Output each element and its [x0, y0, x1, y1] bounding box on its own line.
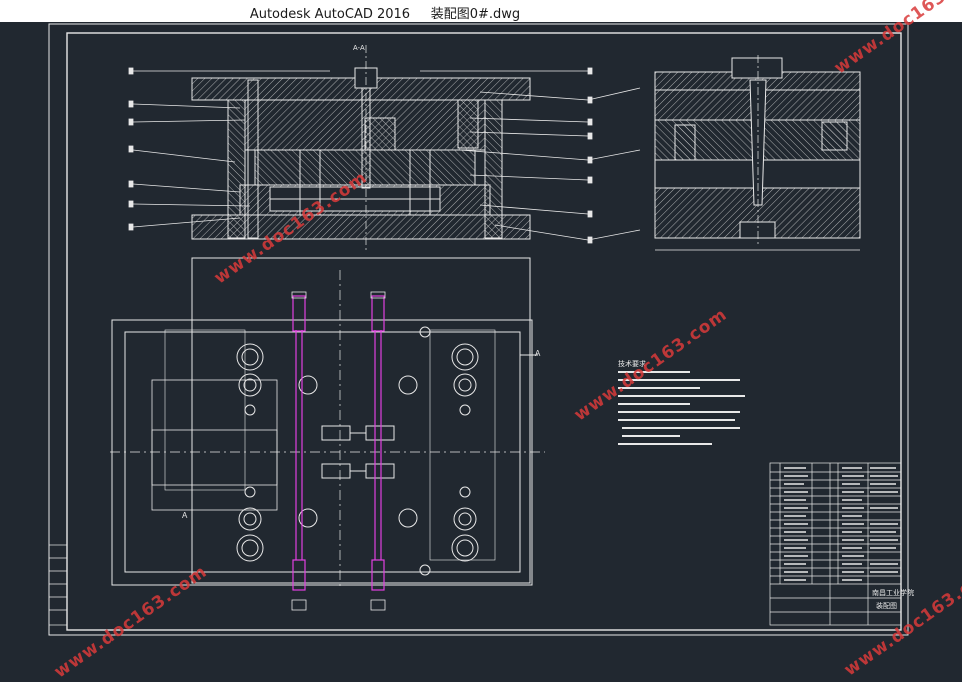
sheet-outer-border	[48, 23, 909, 636]
section-label: A-A	[353, 45, 365, 52]
section-view-main: A-A	[191, 45, 531, 250]
bom-text-lines	[784, 467, 898, 581]
leader-lines-right	[420, 67, 641, 244]
title-block-name: 装配图	[876, 601, 897, 610]
plan-view: A A	[110, 257, 545, 590]
cooling-channels	[292, 295, 385, 591]
app-title: Autodesk AutoCAD 2016	[249, 7, 411, 22]
file-name: 装配图0#.dwg	[430, 7, 521, 22]
section-view-side	[654, 55, 861, 251]
notes-heading: 技术要求	[618, 359, 646, 368]
cooling-fittings	[291, 291, 386, 611]
leader-lines-left	[128, 67, 330, 231]
bill-of-materials	[769, 462, 902, 626]
cad-drawing: A-A	[48, 23, 914, 636]
section-marker-right: A	[535, 349, 541, 358]
sheet-inner-border	[66, 32, 902, 631]
window-title: Autodesk AutoCAD 2016 装配图0#.dwg	[0, 3, 770, 22]
drawing-viewport[interactable]: A-A	[0, 22, 962, 637]
section-marker-left: A	[182, 511, 188, 520]
window-title-bar: Autodesk AutoCAD 2016 装配图0#.dwg	[0, 0, 962, 23]
technical-notes: 技术要求	[618, 359, 745, 445]
title-block-school: 南昌工业学院	[872, 588, 914, 597]
revision-strip	[48, 544, 68, 626]
